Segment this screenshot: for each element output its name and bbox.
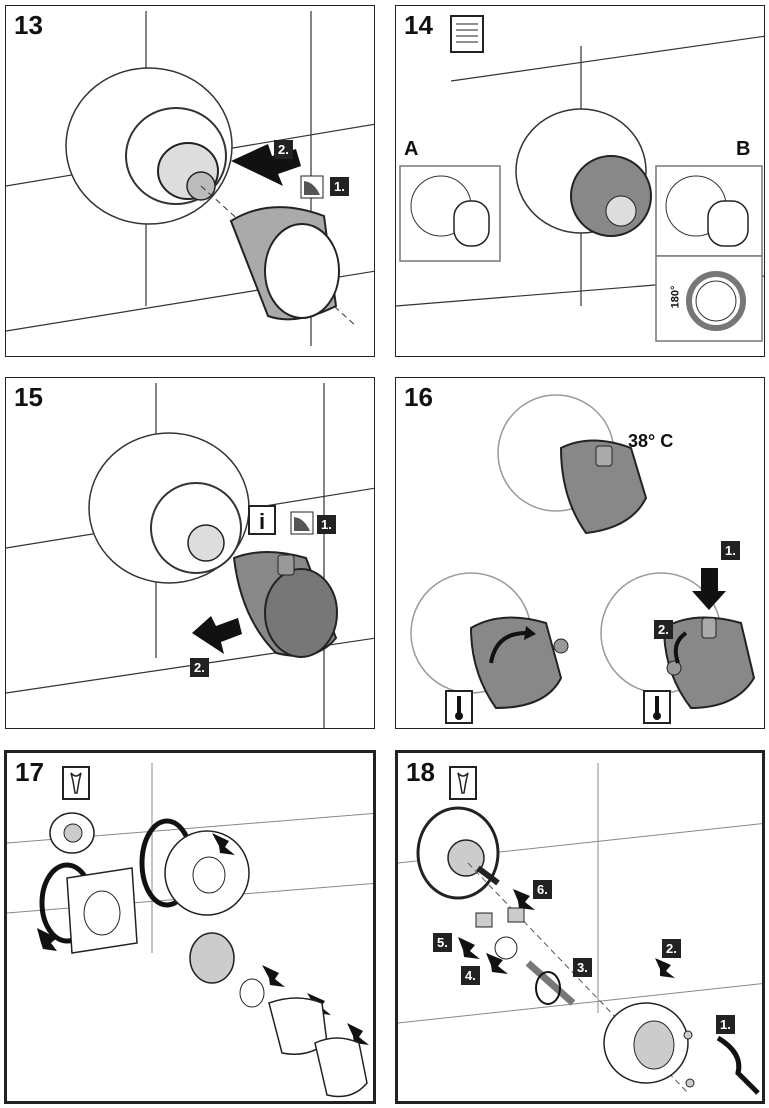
arrow-icon xyxy=(37,928,57,951)
arrow-icon xyxy=(347,1023,369,1045)
step-tag-4: 4. xyxy=(461,966,480,985)
panel-step-13: 13 2. 1. xyxy=(5,5,375,357)
info-icon: i xyxy=(259,509,266,534)
step-tag-1: 1. xyxy=(317,515,336,534)
step-18-illustration xyxy=(398,763,762,1095)
step-17-illustration xyxy=(7,763,373,1098)
info-box xyxy=(248,505,276,535)
panel-step-16: 16 38° C 1. 2. xyxy=(395,377,765,729)
step-number: 15 xyxy=(14,382,43,412)
step-tag-2: 2. xyxy=(190,658,209,677)
step-15-illustration xyxy=(6,383,374,728)
arrow-icon xyxy=(655,958,675,978)
arrow-icon xyxy=(212,833,235,855)
rotation-label: 180° xyxy=(669,285,682,309)
step-tag-2: 2. xyxy=(274,140,293,159)
step-14-illustration xyxy=(396,15,764,342)
step-number: 17 xyxy=(15,757,44,787)
panel-step-18: 18 6. 5. 4. 3. 2. 1. xyxy=(395,750,765,1104)
step-tag-6: 6. xyxy=(533,880,552,899)
label-b: B xyxy=(736,138,751,160)
label-a: A xyxy=(404,138,419,160)
step-number: 13 xyxy=(14,10,43,40)
step-13-illustration xyxy=(6,11,374,346)
step-tag-3: 3. xyxy=(573,958,592,977)
step-number: 14 xyxy=(404,10,433,40)
temperature-label: 38° C xyxy=(628,431,674,451)
arrow-icon xyxy=(486,953,508,974)
step-tag-1: 1. xyxy=(330,177,349,196)
step-tag-5: 5. xyxy=(433,933,452,952)
step-tag-2: 2. xyxy=(662,939,681,958)
wrench-icon xyxy=(449,766,477,800)
arrow-icon xyxy=(458,937,480,959)
step-tag-1: 1. xyxy=(716,1015,735,1034)
panel-step-17: 17 xyxy=(4,750,376,1104)
wrench-icon xyxy=(62,766,90,800)
arrow-icon xyxy=(513,889,535,910)
cover-sleeve xyxy=(229,206,340,321)
step-number: 18 xyxy=(406,757,435,787)
arrow-icon xyxy=(192,616,242,654)
document-icon xyxy=(450,15,484,53)
step-tag-2: 2. xyxy=(654,620,673,639)
thermostat-handle xyxy=(232,551,338,658)
arrow-icon xyxy=(262,965,285,987)
step-number: 16 xyxy=(404,382,433,412)
step-16-illustration xyxy=(410,394,756,724)
panel-step-15: 15 i 1. 2. xyxy=(5,377,375,729)
panel-step-14: 14 A B 180° xyxy=(395,5,765,357)
step-tag-1: 1. xyxy=(721,541,740,560)
arrow-icon xyxy=(692,568,726,610)
